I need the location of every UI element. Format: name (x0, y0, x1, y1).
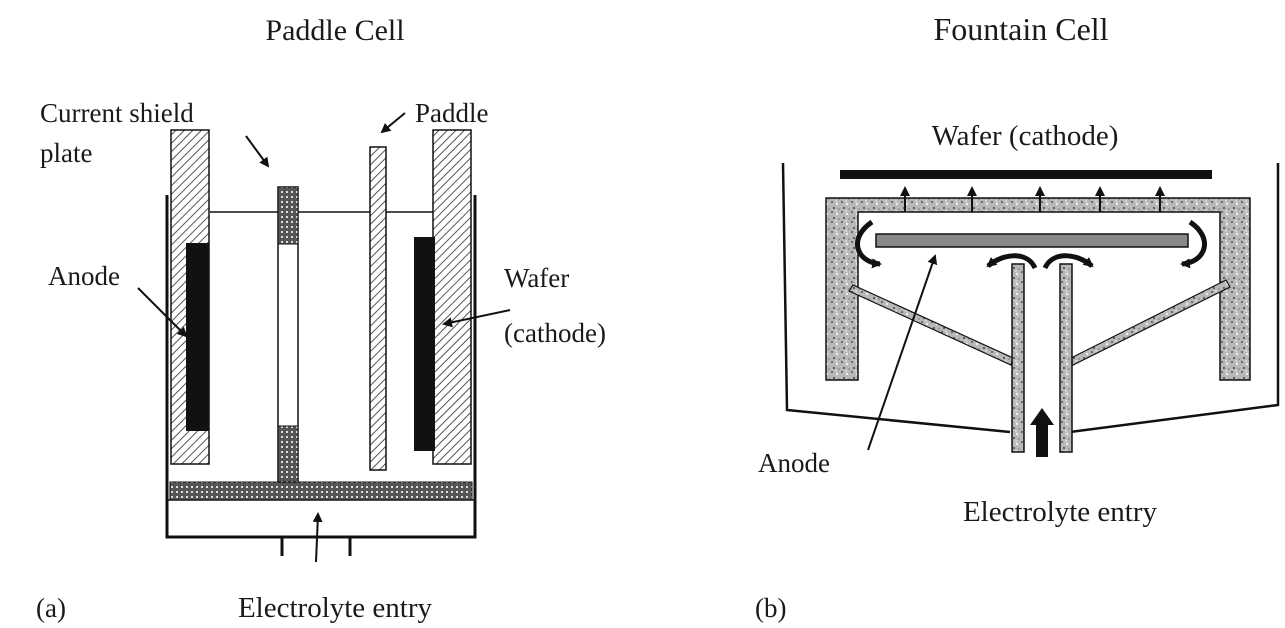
panel-letter-b: (b) (755, 593, 786, 623)
support-plate-right (1070, 279, 1231, 367)
fountain-cell: Fountain Cell Wafer (cathode) (755, 11, 1280, 623)
wafer-cathode (414, 237, 435, 451)
tank-wall (165, 195, 477, 539)
panel-letter-a: (a) (36, 593, 66, 623)
feed-pipe-left (1011, 263, 1025, 453)
cell-holder (825, 197, 1251, 381)
label-anode-b: Anode (758, 448, 830, 478)
wafer-holder (432, 129, 472, 465)
label-wafer-b: Wafer (cathode) (932, 120, 1119, 152)
label-electrolyte-a: Electrolyte entry (238, 592, 433, 624)
support-plate-left (848, 284, 1014, 366)
flow-arrows-up (900, 186, 1165, 212)
arrow-anode-b (867, 254, 938, 451)
shield-plate-lower (277, 425, 299, 483)
flow-arrow-left (855, 219, 882, 269)
paddle (369, 146, 387, 471)
paddle-cell-title: Paddle Cell (265, 14, 404, 47)
vessel-right-wall (1069, 163, 1280, 434)
fountain-arrow-left (986, 253, 1038, 270)
label-current-shield: Current shield (40, 98, 194, 128)
arrow-electrolyte-a (312, 512, 323, 563)
feed-pipe-right (1059, 263, 1073, 453)
bottom-diffuser-plate (169, 481, 473, 501)
fountain-arrow-right (1042, 253, 1094, 270)
anode (186, 243, 209, 431)
label-anode-a: Anode (48, 261, 120, 291)
arrow-wafer-a (442, 309, 511, 328)
label-wafer-cathode-a: (cathode) (504, 318, 606, 348)
fountain-cell-title: Fountain Cell (933, 11, 1108, 47)
anode-b (875, 233, 1189, 248)
shield-plate-upper (277, 186, 299, 245)
label-current-shield-plate: plate (40, 138, 92, 168)
vessel-left-wall (781, 162, 1011, 434)
electrolyte-entry-arrow (1030, 408, 1054, 457)
flow-arrow-right (1180, 219, 1207, 269)
label-wafer-a: Wafer (504, 263, 569, 293)
paddle-cell: Paddle Cell Current shield plate Paddle … (36, 14, 606, 624)
arrow-anode-a (137, 287, 188, 338)
label-electrolyte-b: Electrolyte entry (963, 496, 1158, 528)
wafer-cathode-b (840, 170, 1212, 179)
label-paddle: Paddle (415, 98, 489, 128)
arrow-shield (245, 135, 270, 168)
arrow-paddle (380, 112, 406, 134)
